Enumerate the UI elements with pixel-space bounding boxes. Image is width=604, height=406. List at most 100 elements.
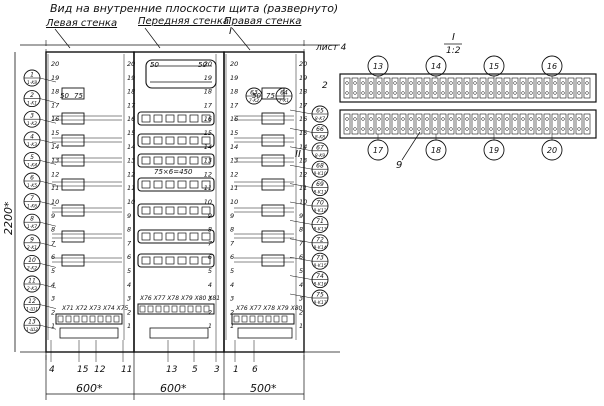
front-scale-right-tick: 19 xyxy=(204,74,212,82)
bottom-strips xyxy=(55,303,295,339)
front-scale-left-tick: 9 xyxy=(127,212,131,220)
front-terminal-cell xyxy=(141,180,151,189)
section-terminal-cell xyxy=(575,113,583,135)
section-terminal-screw xyxy=(465,117,469,121)
section-terminal-cell xyxy=(423,113,431,135)
front-terminal-cell xyxy=(177,256,187,265)
section-strip-top xyxy=(339,73,597,103)
bottom-plate-front xyxy=(149,327,209,339)
front-scale-left-tick: 1 xyxy=(127,322,131,330)
section-terminal-screw xyxy=(353,91,357,95)
section-terminal-screw xyxy=(345,91,349,95)
front-terminal-cell xyxy=(153,136,163,145)
section-terminal-screw xyxy=(465,91,469,95)
section-terminal-cell xyxy=(463,77,471,99)
section-terminal-screw xyxy=(441,117,445,121)
section-terminal-screw xyxy=(345,127,349,131)
front-terminal-row xyxy=(137,133,215,148)
front-terminal-cell xyxy=(201,232,211,241)
sheet-label: лист 4 xyxy=(315,43,347,53)
section-terminal-cell xyxy=(583,113,591,135)
section-terminal-screw xyxy=(377,91,381,95)
section-terminal-screw xyxy=(441,127,445,131)
right-scale-outer-tick: 8 xyxy=(299,226,303,234)
section-terminal-screw xyxy=(425,91,429,95)
bottom-strip-cell xyxy=(73,315,80,323)
right-circle-leader xyxy=(289,146,313,152)
right-circle-code: 8-K11 xyxy=(313,190,326,196)
front-scale-right-tick: 3 xyxy=(208,295,212,303)
left-circle-number: 4 xyxy=(30,133,34,140)
section-terminal-cell xyxy=(359,77,367,99)
left-scale-tick: 18 xyxy=(51,88,59,96)
right-wall-label: Правая стенка xyxy=(224,16,301,27)
section-terminal-cell xyxy=(567,113,575,135)
section-terminal-screw xyxy=(433,127,437,131)
front-terminal-cell xyxy=(177,156,187,165)
section-terminal-screw xyxy=(569,127,573,131)
section-terminal-cell xyxy=(399,113,407,135)
section-terminal-cell xyxy=(543,77,551,99)
section-terminal-screw xyxy=(497,127,501,131)
left-circle-code: 1-K5 xyxy=(27,183,37,189)
left-circle-leader xyxy=(39,98,57,103)
left-scale-tick: 1 xyxy=(51,322,55,330)
front-terminal-cell xyxy=(141,256,151,265)
front-scale-right-tick: 10 xyxy=(204,198,212,206)
section-terminal-screw xyxy=(481,117,485,121)
section-terminal-cell xyxy=(471,77,479,99)
front-terminal-row xyxy=(137,229,215,244)
section-terminal-cell xyxy=(399,77,407,99)
section-terminal-screw xyxy=(433,117,437,121)
section-terminal-screw xyxy=(393,127,397,131)
section-terminal-screw xyxy=(537,91,541,95)
front-scale-right-tick: 15 xyxy=(204,129,212,137)
section-terminal-screw xyxy=(537,127,541,131)
front-scale-left-tick: 20 xyxy=(127,60,135,68)
bottom-callout-number: 13 xyxy=(166,365,178,375)
section-terminal-screw xyxy=(585,127,589,131)
right-label-leader xyxy=(231,27,251,51)
section-terminal-cell xyxy=(367,113,375,135)
section-circle-number: 17 xyxy=(373,146,384,155)
bottom-strip-box xyxy=(55,313,123,325)
right-scale-tick: 8 xyxy=(230,226,234,234)
front-dim-b: 50 xyxy=(198,61,207,69)
left-scale-tick: 15 xyxy=(51,129,59,137)
left-circle-number: 13 xyxy=(28,319,36,326)
left-terminal-block xyxy=(61,230,85,243)
section-terminal-cell xyxy=(479,113,487,135)
right-scale-outer-tick: 2 xyxy=(299,308,303,316)
section-terminal-screw xyxy=(409,127,413,131)
left-terminal-block xyxy=(61,112,85,125)
section-callout-leader xyxy=(401,131,421,161)
right-circle-code: 8-K15 xyxy=(313,263,326,269)
bottom-strip-cell xyxy=(249,315,256,323)
left-circle-leader xyxy=(39,139,57,145)
section-terminal-cell xyxy=(391,77,399,99)
section-terminal-cell xyxy=(559,113,567,135)
section-terminal-cell xyxy=(511,113,519,135)
section-terminal-screw xyxy=(569,117,573,121)
front-terminal-cell xyxy=(165,114,175,123)
section-terminal-screw xyxy=(529,81,533,85)
section-terminal-screw xyxy=(513,81,517,85)
right-circle-leader xyxy=(289,256,313,262)
section-terminal-cell xyxy=(559,77,567,99)
section-terminal-cell xyxy=(495,113,503,135)
left-scale-tick: 9 xyxy=(51,212,55,220)
front-scale-left-tick: 12 xyxy=(127,170,135,178)
right-circle-leader xyxy=(289,128,313,133)
right-scale-outer-tick: 14 xyxy=(299,143,307,151)
section-terminal-screw xyxy=(561,117,565,121)
front-terminal-cell xyxy=(201,156,211,165)
left-circle-code: 1-Ш1 xyxy=(26,307,38,313)
left-dim-a: 50 xyxy=(60,92,69,100)
left-scale-tick: 6 xyxy=(51,253,55,261)
right-scale-outer-tick: 11 xyxy=(299,184,307,192)
section-terminal-cell xyxy=(439,77,447,99)
section-terminal-screw xyxy=(545,127,549,131)
section-terminal-screw xyxy=(465,127,469,131)
front-terminal-cell xyxy=(141,136,151,145)
right-circle-number: 68 xyxy=(316,163,324,170)
